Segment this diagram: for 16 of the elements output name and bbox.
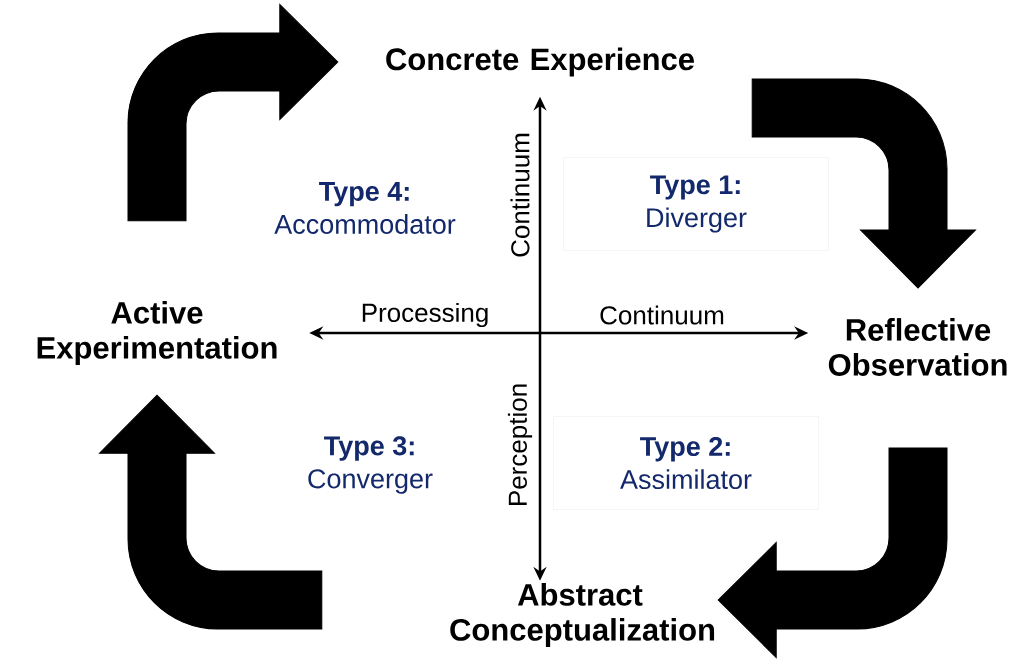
learning-style-box: Type 1: Diverger	[563, 157, 829, 251]
stage-label: Concrete Experience	[386, 47, 694, 77]
axis-label: Continuum	[510, 133, 530, 257]
learning-style-label: Type 3: Converger	[308, 436, 433, 494]
axis-label: Continuum	[600, 305, 724, 325]
curved-arrow	[751, 78, 976, 289]
stage-label: Reflective Observation	[828, 318, 1007, 376]
curved-arrow	[99, 394, 323, 630]
curved-arrow	[717, 447, 948, 658]
curved-arrow	[127, 4, 339, 222]
axis-label: Processing	[362, 302, 488, 328]
axis-label: Perception	[507, 384, 533, 505]
stage-label: Abstract Conceptualization	[450, 583, 715, 647]
learning-style-box: Type 2: Assimilator	[553, 416, 819, 510]
stage-label: Active Experimentation	[37, 301, 277, 365]
learning-style-label: Type 4: Accommodator	[274, 182, 456, 234]
